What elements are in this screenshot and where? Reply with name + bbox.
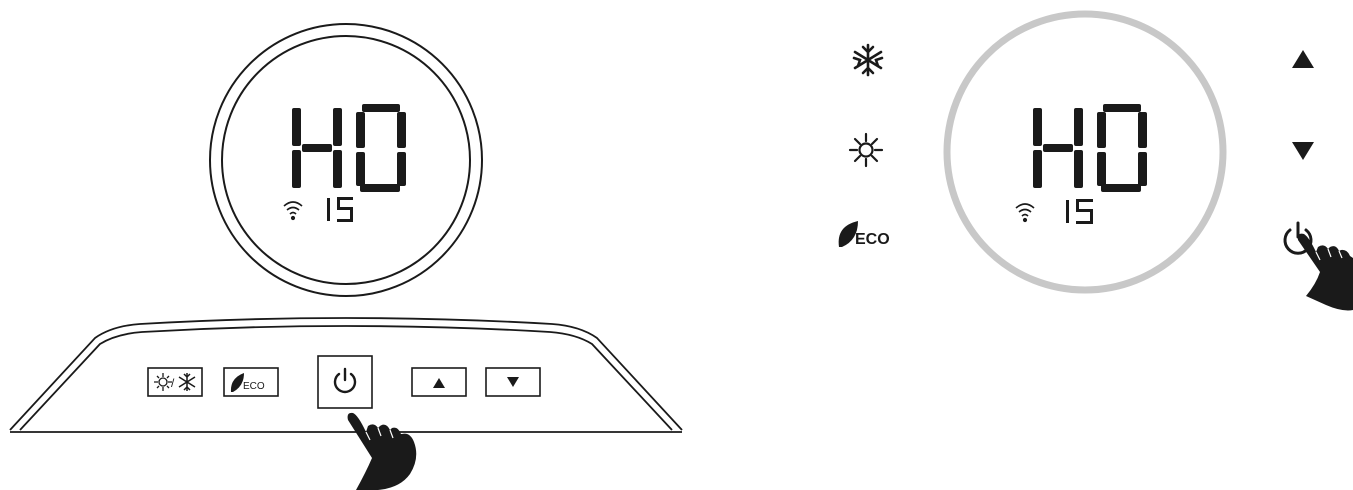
temp-up-button[interactable] bbox=[1292, 50, 1314, 68]
triangle-up-icon bbox=[1292, 50, 1314, 68]
temp-down-button[interactable] bbox=[1292, 142, 1314, 160]
pointing-hand-icon bbox=[1298, 234, 1353, 311]
right-sub-value bbox=[1066, 199, 1093, 224]
triangle-down-icon bbox=[1292, 142, 1314, 160]
right-display-ring bbox=[947, 14, 1223, 290]
wifi-icon bbox=[284, 202, 302, 219]
eco-label: ECO bbox=[243, 381, 265, 392]
eco-mode-button[interactable]: ECO bbox=[839, 221, 890, 248]
right-display bbox=[947, 14, 1223, 290]
left-display-outer-ring bbox=[210, 24, 482, 296]
snowflake-icon bbox=[854, 45, 882, 75]
up-button[interactable] bbox=[412, 368, 466, 396]
pointing-hand-icon bbox=[348, 413, 417, 490]
down-button[interactable] bbox=[486, 368, 540, 396]
cool-mode-button[interactable] bbox=[854, 45, 882, 75]
power-button[interactable] bbox=[318, 356, 372, 408]
left-main-code bbox=[292, 104, 406, 192]
eco-label: ECO bbox=[855, 231, 890, 248]
left-display bbox=[210, 24, 482, 296]
right-main-code bbox=[1033, 104, 1147, 192]
sun-icon bbox=[850, 134, 882, 166]
eco-button[interactable]: ECO bbox=[224, 368, 278, 396]
mode-button[interactable]: / bbox=[148, 368, 202, 396]
wifi-icon bbox=[1016, 204, 1034, 221]
heat-mode-button[interactable] bbox=[850, 134, 882, 166]
left-sub-value bbox=[327, 197, 353, 222]
left-display-inner-ring bbox=[222, 36, 470, 284]
